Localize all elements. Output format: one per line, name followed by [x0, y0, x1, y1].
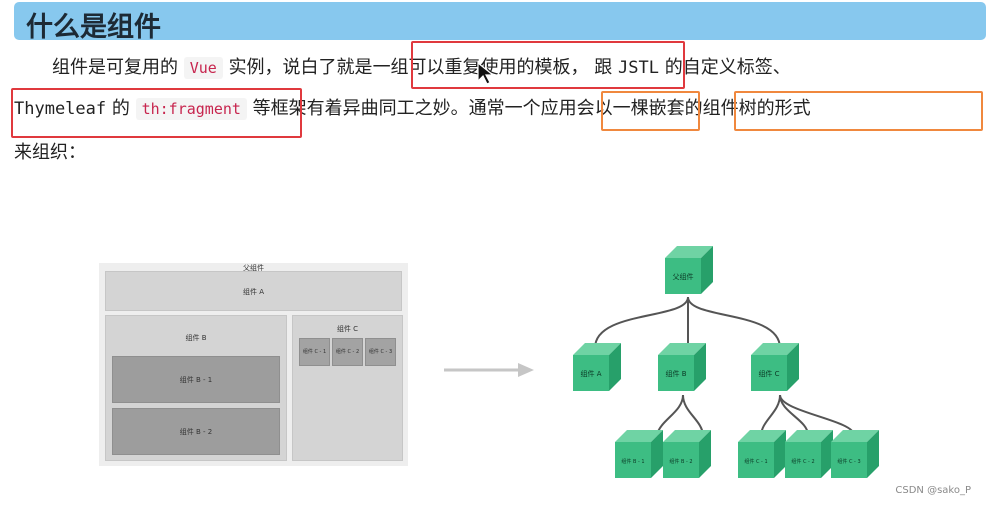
arrow-right-icon: [444, 363, 534, 377]
tree-node-c3-label: 组件 C - 3: [837, 458, 860, 465]
component-a-box: 组件 A: [105, 271, 402, 311]
tree-node-c2-label: 组件 C - 2: [791, 458, 814, 465]
paragraph-line-2: Thymeleaf 的 th:fragment 等框架有着异曲同工之妙。通常一个…: [14, 95, 811, 123]
text: 的自定义标签、: [664, 57, 791, 78]
text: 实例，说白了就是: [228, 57, 373, 78]
component-c2-label: 组件 C - 2: [335, 349, 360, 355]
component-c2-box: 组件 C - 2: [332, 338, 363, 366]
tree-node-c2: 组件 C - 2: [785, 430, 833, 478]
nested-components-diagram: 父组件 组件 A 组件 B 组件 B - 1 组件 B - 2 组件 C 组件 …: [99, 263, 408, 466]
tree-node-c3: 组件 C - 3: [831, 430, 879, 478]
text: 一棵嵌套的组件树的形式: [612, 98, 811, 119]
text-jstl: JSTL: [618, 58, 659, 78]
component-b2-label: 组件 B - 2: [179, 428, 213, 436]
highlight-box-orange: [601, 91, 700, 131]
page-title: 什么是组件: [26, 12, 161, 43]
tree-node-c-label: 组件 C: [758, 369, 779, 378]
component-b2-box: 组件 B - 2: [112, 408, 280, 455]
component-c1-box: 组件 C - 1: [299, 338, 330, 366]
tree-node-root: 父组件: [665, 246, 713, 294]
heading-bar: 什么是组件: [14, 2, 986, 43]
highlight-box-red: [411, 41, 685, 89]
component-b-box: 组件 B 组件 B - 1 组件 B - 2: [105, 315, 287, 461]
tree-node-b: 组件 B: [658, 343, 706, 391]
component-b1-label: 组件 B - 1: [179, 376, 213, 384]
tree-node-b2: 组件 B - 2: [663, 430, 711, 478]
watermark: CSDN @sako_P: [895, 485, 971, 496]
text: 等框架有着异曲同工之妙。通常: [252, 98, 505, 119]
component-c-label: 组件 C: [336, 325, 359, 333]
component-c3-box: 组件 C - 3: [365, 338, 396, 366]
component-c1-label: 组件 C - 1: [302, 349, 327, 355]
text: 跟: [594, 57, 613, 78]
tree-node-root-label: 父组件: [673, 272, 694, 281]
tree-node-b2-label: 组件 B - 2: [669, 458, 692, 465]
text-thymeleaf: Thymeleaf: [14, 99, 107, 119]
tree-node-a: 组件 A: [573, 343, 621, 391]
text: 组件是可复用的: [52, 57, 178, 78]
inline-code-fragment: th:fragment: [135, 98, 247, 120]
text: 一个应用: [504, 98, 577, 119]
paragraph-line-3: 来组织：: [14, 142, 86, 163]
tree-node-b-label: 组件 B: [665, 369, 686, 378]
tree-node-b1: 组件 B - 1: [615, 430, 663, 478]
tree-node-a-label: 组件 A: [580, 369, 601, 378]
highlight-box-orange: [734, 91, 983, 131]
highlight-box-red: [11, 88, 302, 138]
tree-node-b1-label: 组件 B - 1: [621, 458, 644, 465]
tree-connectors: [594, 296, 855, 436]
component-a-label: 组件 A: [242, 288, 264, 296]
tree-node-c1-label: 组件 C - 1: [744, 458, 767, 465]
component-b1-box: 组件 B - 1: [112, 356, 280, 403]
component-c-box: 组件 C 组件 C - 1 组件 C - 2 组件 C - 3: [292, 315, 403, 461]
cursor-icon: [477, 62, 495, 85]
text: 会以: [576, 98, 613, 119]
tree-node-c: 组件 C: [751, 343, 799, 391]
tree-node-c1: 组件 C - 1: [738, 430, 786, 478]
paragraph-line-1: 组件是可复用的 Vue 实例，说白了就是一组可以重复使用的模板， 跟 JSTL …: [14, 54, 791, 82]
parent-label: 父组件: [243, 264, 264, 272]
component-c3-label: 组件 C - 3: [368, 349, 393, 355]
text: 的: [111, 98, 130, 119]
component-b-label: 组件 B: [185, 334, 207, 342]
inline-code-vue: Vue: [183, 57, 223, 79]
